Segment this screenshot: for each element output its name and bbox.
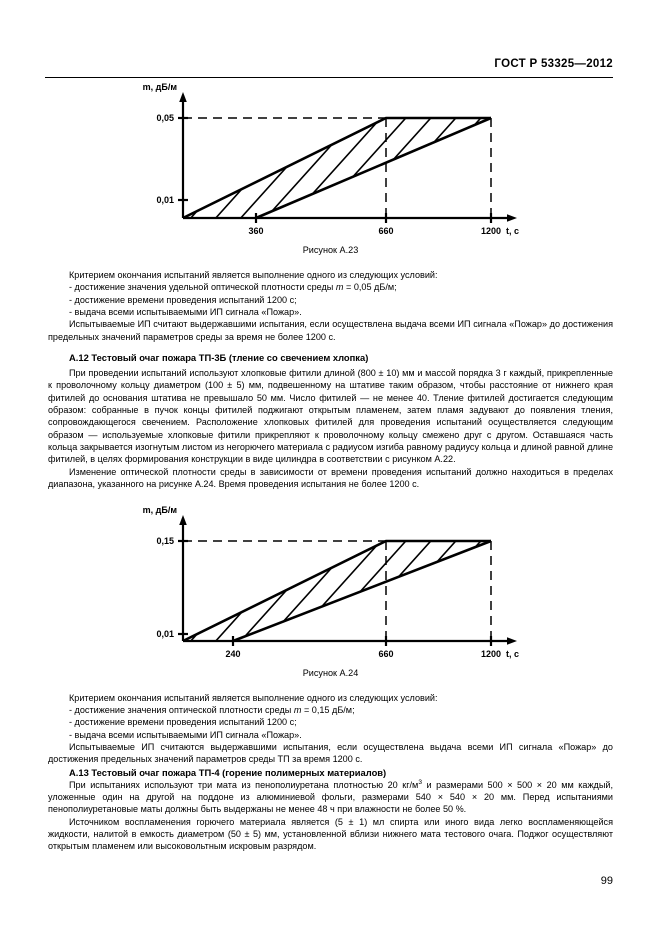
criteria-1-lead: Критерием окончания испытаний является в…	[69, 270, 438, 280]
figure-a24: 0,15 0,01 240 660 1200 m, дБ/м t, с Рису…	[48, 503, 613, 680]
page-number: 99	[600, 875, 613, 887]
a13-p1-part-b: и размерами 500 × 500 × 20 мм каждый, ул…	[48, 779, 613, 815]
section-a13-paragraph-2: Источником воспламенения горючего матери…	[48, 816, 613, 852]
chart-a24-ytick-0: 0,15	[156, 536, 174, 546]
header-divider	[45, 77, 613, 78]
chart-a24-xlabel: t, с	[505, 649, 518, 659]
a13-p1-exponent: 3	[418, 778, 422, 786]
chart-a23-upper-bound	[181, 116, 491, 220]
chart-a23-xtick-2: 1200	[480, 226, 500, 236]
section-a12-paragraph-1: При проведении испытаний используют хлоп…	[48, 368, 613, 465]
criteria-2-item-0: - достижение значения оптической плотнос…	[69, 704, 355, 715]
chart-a23-band-boundaries	[181, 116, 492, 220]
a13-p1-part-a: При испытаниях используют три мата из пе…	[69, 779, 419, 790]
figure-a23-caption: Рисунок А.23	[302, 245, 359, 255]
chart-a24-canvas: 0,15 0,01 240 660 1200 m, дБ/м t, с	[48, 503, 613, 663]
criteria-2-paragraph: Испытываемые ИП считаются выдержавшими и…	[48, 741, 613, 765]
criteria-1-item-2: - выдача всеми испытываемыми ИП сигнала …	[69, 307, 302, 318]
figure-a23: 0,05 0,01 360 660 1200 m, дБ/м t, с Рису…	[48, 80, 613, 257]
section-a13-paragraph-1: При испытаниях используют три мата из пе…	[48, 779, 613, 816]
criteria-block-1: Критерием окончания испытаний является в…	[48, 269, 613, 343]
criteria-1-paragraph: Испытываемые ИП считают выдержавшими исп…	[48, 319, 613, 342]
page-content: 0,05 0,01 360 660 1200 m, дБ/м t, с Рису…	[48, 80, 613, 853]
chart-a23-xtick-0: 360	[248, 226, 263, 236]
chart-a23-ticks	[177, 116, 492, 223]
chart-a24-hatch	[182, 540, 491, 641]
section-a12-paragraph-2: Изменение оптической плотности среды в з…	[48, 466, 613, 490]
chart-a23-svg: 0,05 0,01 360 660 1200 m, дБ/м t, с	[142, 82, 518, 236]
criteria-1-item-0: - достижение значения удельной оптическо…	[69, 282, 397, 293]
chart-a24-ytick-1: 0,01	[156, 629, 174, 639]
chart-a24-xtick-0: 240	[225, 649, 240, 659]
criteria-block-2: Критерием окончания испытаний является в…	[48, 692, 613, 766]
chart-a23-hatch	[182, 118, 491, 218]
chart-a23-xlabel: t, с	[505, 226, 518, 236]
chart-a24-xtick-2: 1200	[480, 649, 500, 659]
chart-a24-axes	[178, 514, 517, 645]
criteria-2-item-2: - выдача всеми испытываемыми ИП сигнала …	[69, 729, 302, 740]
heading-a12: А.12 Тестовый очаг пожара ТП-3Б (тление …	[69, 352, 369, 364]
chart-a24-ticks	[177, 539, 492, 646]
chart-a23-canvas: 0,05 0,01 360 660 1200 m, дБ/м t, с	[48, 80, 613, 240]
chart-a23-ylabel: m, дБ/м	[142, 82, 177, 92]
chart-a23-lower-bound	[254, 116, 492, 220]
chart-a24-lower-bound	[232, 539, 491, 642]
standard-designation: ГОСТ Р 53325—2012	[494, 58, 613, 70]
page-header: ГОСТ Р 53325—2012	[45, 58, 613, 80]
criteria-1-item-1: - достижение времени проведения испытани…	[69, 294, 297, 305]
chart-a24-upper-bound	[181, 539, 491, 642]
chart-a24-xtick-1: 660	[378, 649, 393, 659]
chart-a23-axes	[178, 92, 517, 222]
criteria-2-lead: Критерием окончания испытаний является в…	[69, 692, 438, 703]
chart-a24-band-boundaries	[181, 539, 491, 642]
heading-a13: А.13 Тестовый очаг пожара ТП-4 (горение …	[69, 766, 387, 778]
chart-a23-xtick-1: 660	[378, 226, 393, 236]
chart-a23-ytick-1: 0,01	[156, 195, 174, 205]
chart-a24-svg: 0,15 0,01 240 660 1200 m, дБ/м t, с	[142, 505, 518, 659]
chart-a24-ylabel: m, дБ/м	[142, 505, 177, 515]
figure-a24-caption: Рисунок А.24	[302, 667, 359, 678]
criteria-2-item-1: - достижение времени проведения испытани…	[69, 717, 297, 728]
chart-a23-ytick-0: 0,05	[156, 113, 174, 123]
